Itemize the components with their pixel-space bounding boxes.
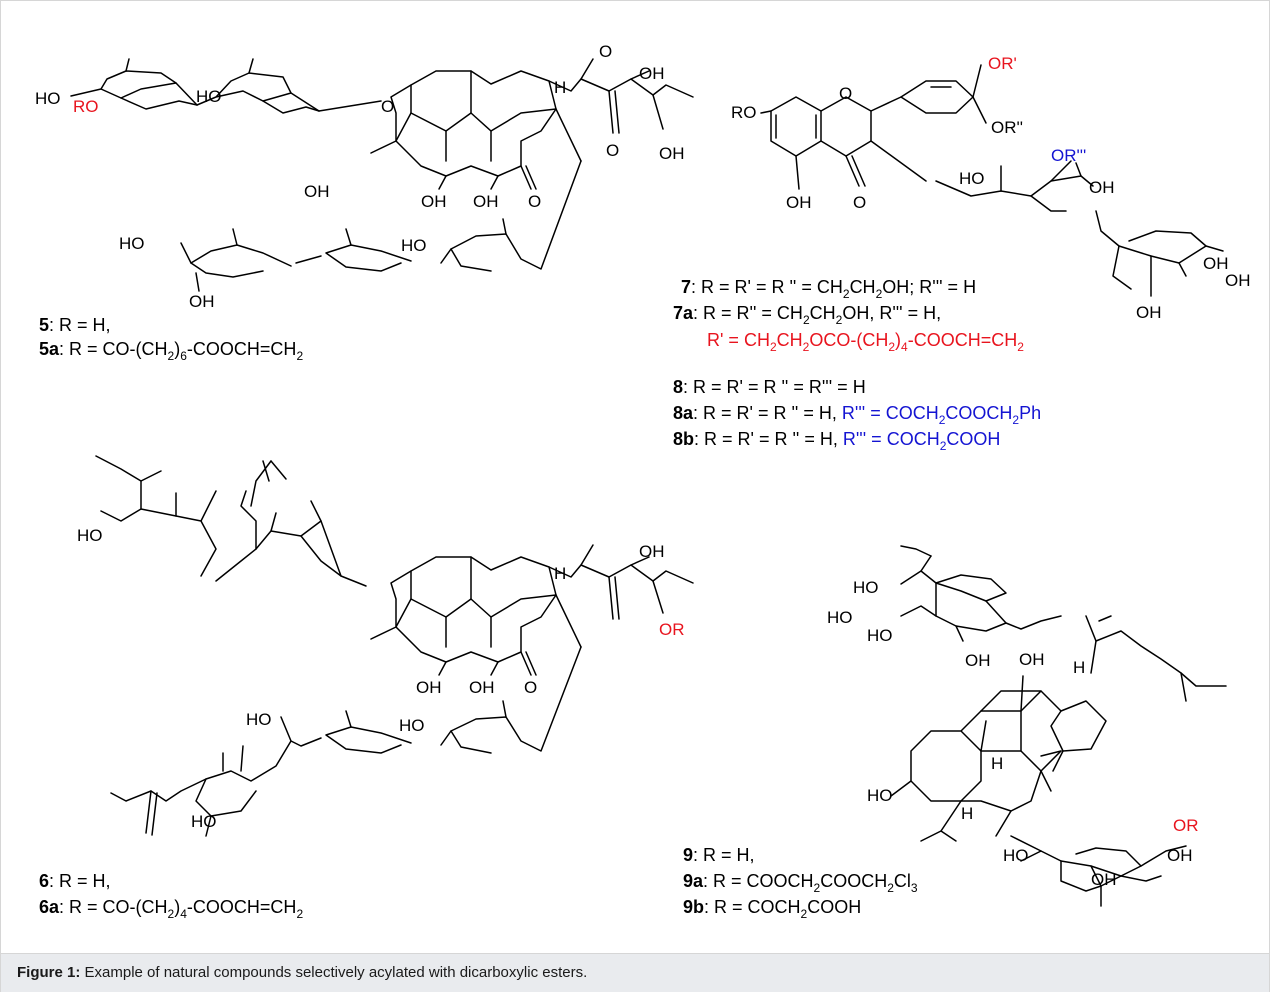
- s7-ro: RO: [731, 103, 757, 122]
- structure-7: [760, 64, 1224, 297]
- s5-oh-phenol-2: OH: [473, 192, 499, 211]
- s6-oh: OH: [639, 542, 665, 561]
- s9-oh-12: OH: [1019, 650, 1045, 669]
- s5-oh-sugar-2: OH: [189, 292, 215, 311]
- figure-caption: Figure 1: Example of natural compounds s…: [17, 964, 587, 981]
- compound-legends: 5: R = H, 5a: R = CO-(CH2)6-COOCH=CH2 7:…: [39, 277, 1041, 921]
- s7-ring-o: O: [839, 84, 852, 103]
- s7-oh-rha-1: OH: [1203, 254, 1229, 273]
- structure-5: [70, 58, 694, 292]
- s7-or3: OR''': [1051, 146, 1086, 165]
- s6-oh-phenol-2: OH: [469, 678, 495, 697]
- s5-h: H: [554, 78, 566, 97]
- legend-8: 8: R = R' = R '' = R''' = H: [673, 377, 866, 397]
- s5-ketone-o-2: O: [528, 192, 541, 211]
- s7-oh-rha-2: OH: [1225, 271, 1251, 290]
- legend-5: 5: R = H,: [39, 315, 111, 335]
- s7-oh: OH: [786, 193, 812, 212]
- s6-ho-2: HO: [246, 710, 272, 729]
- structure-9: [890, 545, 1227, 907]
- s5-ome: O: [599, 42, 612, 61]
- s5-ketone-o: O: [606, 141, 619, 160]
- s6-ho-3: HO: [399, 716, 425, 735]
- s9-ho-1: HO: [853, 578, 879, 597]
- s9-ho-4: HO: [867, 786, 893, 805]
- caption-bar: Figure 1: Example of natural compounds s…: [1, 953, 1269, 992]
- s5-ho-1: HO: [35, 89, 61, 108]
- s9-ho-5: HO: [1003, 846, 1029, 865]
- s7-ketone-o: O: [853, 193, 866, 212]
- s6-oh-phenol-1: OH: [416, 678, 442, 697]
- legend-9: 9: R = H,: [683, 845, 755, 865]
- legend-7a: 7a: R = R'' = CH2CH2OH, R''' = H,: [673, 303, 941, 327]
- legend-6: 6: R = H,: [39, 871, 111, 891]
- s9-h-1: H: [1073, 658, 1085, 677]
- legend-6a: 6a: R = CO-(CH2)4-COOCH=CH2: [39, 897, 303, 921]
- chemical-scheme: HO RO HO O O H OH O OH OH OH O OH HO OH …: [35, 42, 1251, 921]
- caption-body: Example of natural compounds selectively…: [80, 964, 588, 981]
- legend-7a-r1: R' = CH2CH2OCO-(CH2)4-COOCH=CH2: [707, 330, 1024, 354]
- s6-ketone-o: O: [524, 678, 537, 697]
- s6-h: H: [554, 564, 566, 583]
- legend-9a: 9a: R = COOCH2COOCH2Cl3: [683, 871, 918, 895]
- s5-o-link: O: [381, 97, 394, 116]
- s7-oh-glc: OH: [1089, 178, 1115, 197]
- s6-ho: HO: [77, 526, 103, 545]
- s9-h-2: H: [991, 754, 1003, 773]
- caption-label: Figure 1:: [17, 964, 81, 981]
- s9-or-red: OR: [1173, 816, 1199, 835]
- s5-ho-sugar-1: HO: [119, 234, 145, 253]
- atom-labels: HO RO HO O O H OH O OH OH OH O OH HO OH …: [35, 42, 1251, 889]
- s5-oh-phenol-1: OH: [421, 192, 447, 211]
- legend-7: 7: R = R' = R '' = CH2CH2OH; R''' = H: [681, 277, 976, 301]
- legend-9b: 9b: R = COCH2COOH: [683, 897, 861, 921]
- s5-oh-sugar: OH: [304, 182, 330, 201]
- s7-or2: OR'': [991, 118, 1023, 137]
- legend-8b: 8b: R = R' = R '' = H, R''' = COCH2COOH: [673, 429, 1000, 453]
- s9-ho-3: HO: [867, 626, 893, 645]
- s5-oh-1: OH: [639, 64, 665, 83]
- s5-oh-2: OH: [659, 144, 685, 163]
- s9-oh-3: OH: [1091, 870, 1117, 889]
- structure-6: [95, 455, 694, 837]
- s7-oh-rha-3: OH: [1136, 303, 1162, 322]
- s9-ho-2: HO: [827, 608, 853, 627]
- s7-or1: OR': [988, 54, 1017, 73]
- s9-oh-2: OH: [1167, 846, 1193, 865]
- s6-ho-4: HO: [191, 812, 217, 831]
- s9-h-3: H: [961, 804, 973, 823]
- legend-8a: 8a: R = R' = R '' = H, R''' = COCH2COOCH…: [673, 403, 1041, 427]
- s9-oh-1: OH: [965, 651, 991, 670]
- s7-ho-glc: HO: [959, 169, 985, 188]
- s6-or-red: OR: [659, 620, 685, 639]
- s5-ro-red: RO: [73, 97, 99, 116]
- s5-ho-2: HO: [196, 87, 222, 106]
- s5-ho-sugar-3: HO: [401, 236, 427, 255]
- legend-5a: 5a: R = CO-(CH2)6-COOCH=CH2: [39, 339, 303, 363]
